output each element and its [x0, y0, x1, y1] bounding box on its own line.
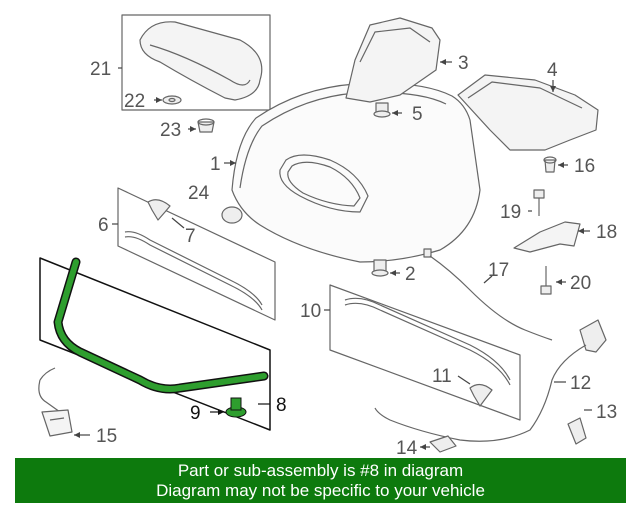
callout-24: 24 — [188, 183, 210, 204]
bumper-stop-icon[interactable] — [371, 259, 389, 277]
banner-line-2: Diagram may not be specific to your vehi… — [156, 481, 485, 500]
hood-latch-icon[interactable] — [38, 367, 73, 437]
callout-7: 7 — [185, 226, 196, 247]
scoop-icon[interactable] — [121, 14, 271, 111]
seal-panel-icon[interactable] — [329, 284, 521, 421]
retainer-clip-icon[interactable] — [225, 397, 247, 418]
callout-17: 17 — [488, 260, 509, 281]
callout-15: 15 — [96, 426, 117, 447]
callout-19: 19 — [500, 202, 521, 223]
callout-2: 2 — [405, 264, 416, 285]
callout-8: 8 — [276, 395, 287, 416]
hood-panel-icon[interactable] — [231, 82, 481, 263]
release-handle-icon[interactable] — [429, 435, 457, 453]
callout-18: 18 — [596, 222, 617, 243]
plug-icon[interactable] — [221, 206, 243, 224]
callout-13: 13 — [596, 402, 617, 423]
bumper-stop-icon[interactable] — [373, 102, 391, 118]
callout-10: 10 — [300, 301, 321, 322]
clip-icon[interactable] — [147, 199, 171, 221]
seal-panel-icon[interactable] — [117, 187, 276, 321]
bolt-icon[interactable] — [533, 189, 545, 216]
clip-icon[interactable] — [567, 417, 587, 445]
callout-20: 20 — [570, 273, 591, 294]
callout-4: 4 — [547, 60, 558, 81]
clip-icon[interactable] — [469, 383, 493, 407]
callout-5: 5 — [412, 104, 423, 125]
callout-3: 3 — [458, 53, 469, 74]
release-cable-icon[interactable] — [374, 319, 607, 442]
banner-line-1: Part or sub-assembly is #8 in diagram — [177, 461, 464, 480]
hood-bracket-icon[interactable] — [345, 17, 441, 103]
callout-12: 12 — [570, 373, 591, 394]
callout-9: 9 — [190, 403, 201, 424]
info-banner: Part or sub-assembly is #8 in diagram Di… — [15, 458, 626, 503]
bumper-stop-icon[interactable] — [543, 156, 557, 173]
callout-23: 23 — [160, 120, 181, 141]
callout-21: 21 — [90, 59, 111, 80]
weatherstrip-seal-icon[interactable] — [53, 257, 269, 394]
grommet-icon[interactable] — [197, 118, 215, 133]
callout-6: 6 — [98, 215, 109, 236]
callout-11: 11 — [432, 366, 452, 387]
callout-14: 14 — [396, 438, 418, 458]
weatherstrip-box — [39, 257, 271, 431]
bolt-icon[interactable] — [540, 266, 552, 295]
callout-1: 1 — [210, 154, 221, 175]
callout-16: 16 — [574, 156, 595, 177]
insulator-pad-icon[interactable] — [457, 74, 599, 151]
washer-icon[interactable] — [162, 95, 182, 105]
cable-icon[interactable] — [423, 248, 553, 341]
parts-diagram: 21 22 23 3 4 5 1 16 24 19 6 7 18 17 2 20… — [38, 14, 617, 458]
callout-22: 22 — [124, 91, 145, 112]
support-rod-bracket-icon[interactable] — [513, 221, 581, 253]
